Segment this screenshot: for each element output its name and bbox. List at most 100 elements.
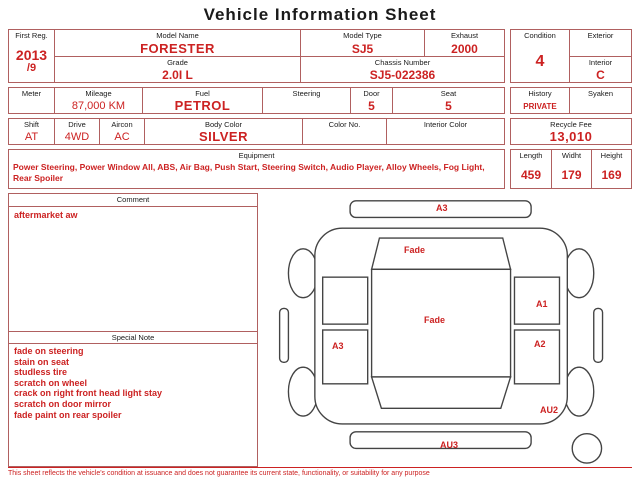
steering-label: Steering (292, 89, 321, 98)
drive-value: 4WD (64, 131, 90, 143)
interior-value: C (596, 67, 605, 82)
field-color-no: Color No. (302, 119, 386, 144)
field-grade: Grade 2.0I L (54, 57, 300, 82)
field-chassis-number: Chassis Number SJ5-022386 (300, 57, 504, 82)
meter-label: Meter (21, 89, 42, 98)
width-label: Widht (561, 151, 582, 160)
seat-label: Seat (440, 89, 457, 98)
special-note-label: Special Note (9, 331, 257, 344)
field-history: History PRIVATE (511, 88, 569, 113)
damage-mark: A1 (536, 299, 548, 309)
special-note-item: scratch on wheel (14, 377, 88, 388)
special-note-list: fade on steering stain on seat studless … (9, 344, 257, 466)
chassis-number-label: Chassis Number (374, 58, 431, 67)
field-meter: Meter (9, 88, 54, 113)
height-value: 169 (601, 167, 622, 182)
fuel-value: PETROL (174, 98, 231, 113)
field-exhaust: Exhaust 2000 (424, 30, 504, 56)
mileage-table: Meter Mileage 87,000 KM Fuel PETROL Stee… (8, 87, 505, 114)
drive-label: Drive (68, 120, 86, 129)
field-mileage: Mileage 87,000 KM (54, 88, 142, 113)
syaken-value (570, 99, 631, 113)
field-shift: Shift AT (9, 119, 54, 144)
model-row-2: Grade 2.0I L Chassis Number SJ5-022386 (54, 56, 504, 82)
field-drive: Drive 4WD (54, 119, 99, 144)
door-value: 5 (368, 99, 375, 113)
model-type-value: SJ5 (351, 41, 374, 56)
damage-mark: A3 (436, 203, 448, 213)
width-value: 179 (561, 167, 582, 182)
damage-mark: AU2 (540, 405, 559, 415)
special-note-item: studless tire (14, 367, 68, 378)
condition-table: Condition 4 Exterior Interior C (510, 29, 632, 83)
height-label: Height (600, 151, 623, 160)
field-body-color: Body Color SILVER (144, 119, 302, 144)
aircon-label: Aircon (111, 120, 133, 129)
interior-label: Interior (570, 56, 631, 67)
recycle-fee-value: 13,010 (549, 129, 593, 144)
special-note-item: crack on right front head light stay (14, 388, 163, 399)
mileage-label: Mileage (85, 89, 112, 98)
steering-value (263, 99, 350, 113)
field-model-name: Model Name FORESTER (54, 30, 300, 56)
top-tables: First Reg. 2013 /9 Model Name FORESTER M… (8, 29, 632, 189)
grade-label: Grade (167, 58, 188, 67)
history-value: PRIVATE (523, 101, 557, 111)
main-table-column: First Reg. 2013 /9 Model Name FORESTER M… (8, 29, 505, 189)
model-type-label: Model Type (343, 31, 382, 40)
right-table-column: Condition 4 Exterior Interior C History … (510, 29, 632, 189)
grade-value: 2.0I L (162, 68, 193, 82)
shift-value: AT (24, 131, 39, 143)
exhaust-value: 2000 (451, 41, 478, 56)
field-steering: Steering (262, 88, 350, 113)
field-condition: Condition 4 (511, 30, 569, 82)
model-name-label: Model Name (156, 31, 199, 40)
dimensions-table: Length 459 Widht 179 Height 169 (510, 149, 632, 189)
mileage-value: 87,000 KM (71, 100, 126, 112)
meter-value (9, 99, 54, 113)
equipment-label: Equipment (238, 151, 275, 160)
damage-mark: A3 (332, 341, 344, 351)
exterior-value (570, 41, 631, 56)
special-note-item: fade on steering (14, 346, 84, 356)
field-first-reg: First Reg. 2013 /9 (9, 30, 54, 82)
registration-table: First Reg. 2013 /9 Model Name FORESTER M… (8, 29, 505, 83)
recycle-fee-label: Recycle Fee (550, 120, 592, 129)
recycle-fee-table: Recycle Fee 13,010 (510, 118, 632, 145)
color-no-label: Color No. (328, 120, 361, 129)
door-label: Door (363, 89, 380, 98)
damage-mark: Fade (404, 245, 426, 255)
body-color-value: SILVER (199, 129, 248, 144)
disclaimer-text: This sheet reflects the vehicle's condit… (8, 467, 632, 478)
field-equipment: Equipment Power Steering, Power Window A… (9, 150, 504, 188)
field-length: Length 459 (511, 150, 551, 188)
field-recycle-fee: Recycle Fee 13,010 (511, 119, 631, 144)
syaken-label: Syaken (587, 89, 614, 98)
first-reg-month: /9 (26, 62, 37, 75)
shift-label: Shift (23, 120, 39, 129)
interior-color-label: Interior Color (423, 120, 468, 129)
field-height: Height 169 (591, 150, 631, 188)
model-name-value: FORESTER (140, 41, 215, 56)
car-condition-diagram: A3 Fade Fade A3 A1 A2 AU2 AU3 (258, 193, 632, 467)
field-door: Door 5 (350, 88, 392, 113)
length-value: 459 (520, 167, 542, 182)
equipment-value: Power Steering, Power Window All, ABS, A… (13, 162, 485, 183)
history-label: History (528, 89, 552, 98)
seat-value: 5 (445, 99, 452, 113)
field-syaken: Syaken (569, 88, 631, 113)
field-interior-color: Interior Color (386, 119, 504, 144)
first-reg-value: 2013 /9 (9, 41, 54, 82)
equipment-table: Equipment Power Steering, Power Window A… (8, 149, 505, 189)
body-area: Comment aftermarket aw Special Note fade… (8, 193, 632, 467)
damage-mark: A2 (534, 339, 546, 349)
condition-label: Condition (524, 31, 556, 40)
field-seat: Seat 5 (392, 88, 504, 113)
special-note-item: stain on seat (14, 356, 70, 367)
comment-value: aftermarket aw (14, 210, 78, 220)
condition-value: 4 (535, 52, 545, 70)
first-reg-label: First Reg. (15, 31, 48, 40)
field-exterior-interior: Exterior Interior C (569, 30, 631, 82)
exhaust-label: Exhaust (450, 31, 479, 40)
